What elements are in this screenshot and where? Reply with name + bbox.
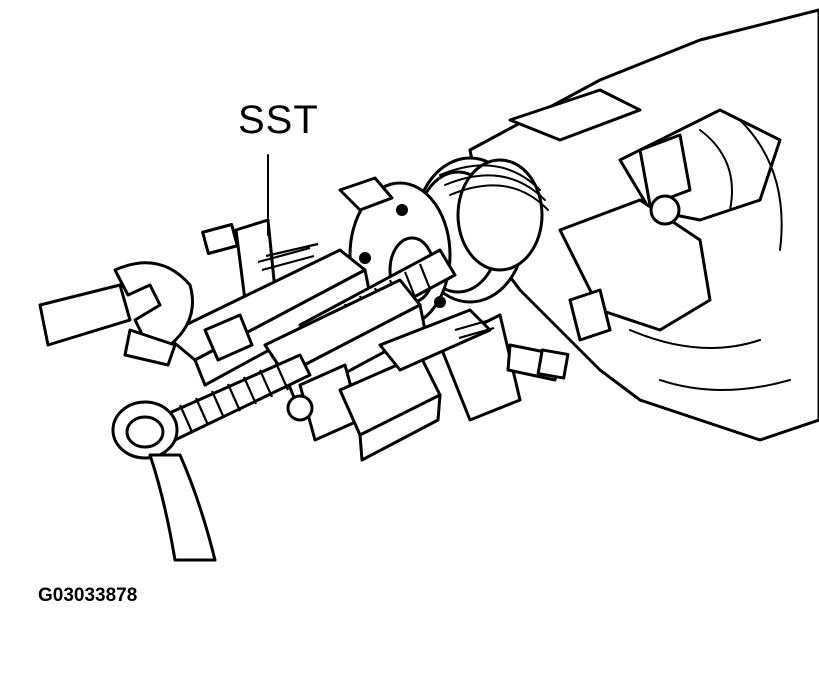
wrench (38, 261, 194, 367)
sst-callout-label: SST (238, 98, 319, 142)
figure-id-label: G03033878 (38, 585, 138, 606)
ring-handle (111, 400, 217, 562)
right-clamp (378, 308, 570, 422)
front-crossbar (263, 278, 442, 462)
axle-housing (468, 8, 819, 442)
puller-beam (163, 248, 372, 387)
